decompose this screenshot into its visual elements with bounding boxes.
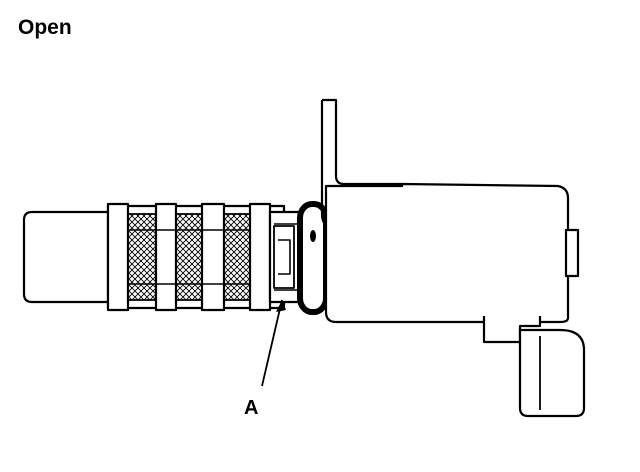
callout-label-a: A [244, 397, 259, 419]
end-cap [564, 228, 580, 278]
valve-shaft [22, 210, 110, 304]
electrical-connector [482, 316, 586, 418]
valve-seat [268, 210, 304, 304]
solenoid-housing [324, 182, 570, 324]
diagram-title: Open [18, 16, 72, 39]
spool-filter-section [106, 202, 286, 312]
callout-leader [261, 299, 283, 387]
